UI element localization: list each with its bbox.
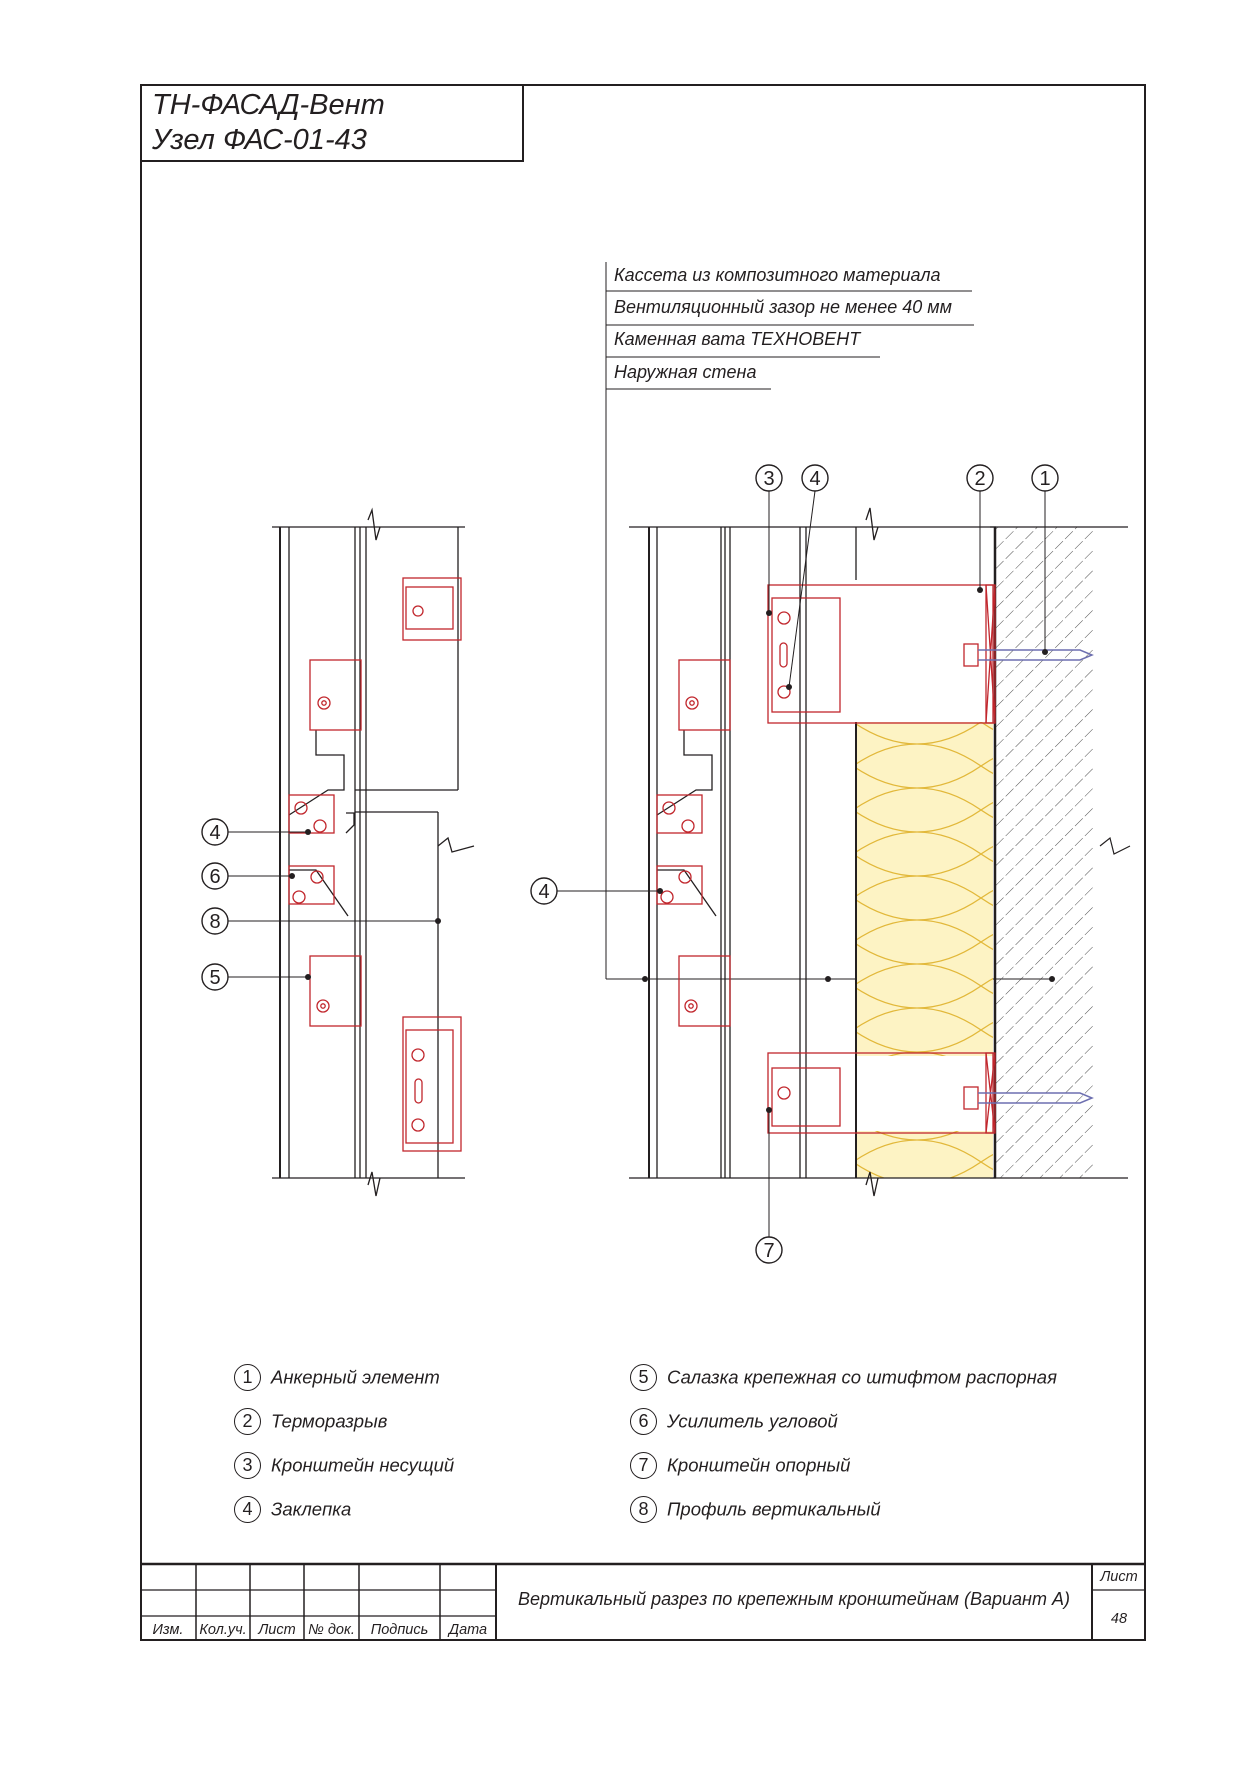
legend-number-4: 4 xyxy=(234,1496,261,1523)
legend-item-3: 3 Кронштейн несущий xyxy=(234,1452,454,1479)
legend-item-6: 6 Усилитель угловой xyxy=(630,1408,838,1435)
callout-left-8: 8 xyxy=(209,911,220,933)
stamp-header-list: Лист xyxy=(258,1622,296,1638)
title-block: ТН-ФАСАД-Вент Узел ФАС-01-43 xyxy=(140,84,524,162)
callout-right-2: 2 xyxy=(974,468,985,490)
legend-number-3: 3 xyxy=(234,1452,261,1479)
stamp-header-kolvo: Кол.уч. xyxy=(199,1622,247,1638)
callout-left-5: 5 xyxy=(209,967,220,989)
stamp-grid xyxy=(140,1562,1146,1641)
legend-number-8: 8 xyxy=(630,1496,657,1523)
right-section-view xyxy=(629,507,1131,1197)
stamp-header-date: Дата xyxy=(448,1622,488,1638)
title-line-1: ТН-ФАСАД-Вент xyxy=(152,89,385,121)
stamp-description: Вертикальный разрез по крепежным кронште… xyxy=(518,1589,1070,1609)
legend-text-5: Салазка крепежная со штифтом распорная xyxy=(667,1366,1057,1388)
legend-text-3: Кронштейн несущий xyxy=(271,1454,455,1476)
callout-leader-dots xyxy=(289,587,1048,1113)
legend-text-7: Кронштейн опорный xyxy=(667,1454,851,1476)
legend-text-2: Терморазрыв xyxy=(271,1410,388,1432)
legend-item-4: 4 Заклепка xyxy=(234,1496,351,1523)
callout-right-4: 4 xyxy=(809,468,820,490)
legend-number-7: 7 xyxy=(630,1452,657,1479)
left-section-view xyxy=(272,507,475,1197)
left-brackets xyxy=(288,577,462,1152)
stamp-header-izm: Изм. xyxy=(152,1622,184,1638)
layer-note-wall: Наружная стена xyxy=(614,362,757,382)
callout-right-4b: 4 xyxy=(538,881,549,903)
legend-text-1: Анкерный элемент xyxy=(271,1366,440,1388)
legend-text-6: Усилитель угловой xyxy=(667,1410,838,1432)
legend-item-5: 5 Салазка крепежная со штифтом распорная xyxy=(630,1364,1057,1391)
stamp-header-doc: № док. xyxy=(308,1622,355,1638)
legend-number-2: 2 xyxy=(234,1408,261,1435)
layer-note-cassette: Кассета из композитного материала xyxy=(614,265,941,285)
stamp-header-signature: Подпись xyxy=(370,1622,429,1638)
stamp-sheet-number: 48 xyxy=(1110,1611,1128,1627)
legend-item-2: 2 Терморазрыв xyxy=(234,1408,387,1435)
drawing-frame xyxy=(140,84,1146,1641)
callout-right-3: 3 xyxy=(763,468,774,490)
callout-left-6: 6 xyxy=(209,866,220,888)
legend-number-1: 1 xyxy=(234,1364,261,1391)
callout-right-1: 1 xyxy=(1039,468,1050,490)
callout-right-7: 7 xyxy=(763,1240,774,1262)
legend-number-5: 5 xyxy=(630,1364,657,1391)
layer-note-insulation: Каменная вата ТЕХНОВЕНТ xyxy=(614,329,861,349)
legend-item-7: 7 Кронштейн опорный xyxy=(630,1452,850,1479)
legend-item-8: 8 Профиль вертикальный xyxy=(630,1496,881,1523)
legend-text-8: Профиль вертикальный xyxy=(667,1498,881,1520)
callout-leaders xyxy=(228,490,1046,1237)
legend-text-4: Заклепка xyxy=(271,1498,352,1520)
title-line-2: Узел ФАС-01-43 xyxy=(152,124,367,156)
stamp-sheet-label: Лист xyxy=(1100,1569,1138,1585)
callout-circles xyxy=(201,464,1059,1264)
legend-number-6: 6 xyxy=(630,1408,657,1435)
legend-item-1: 1 Анкерный элемент xyxy=(234,1364,440,1391)
callout-left-4: 4 xyxy=(209,822,220,844)
layer-note-air-gap: Вентиляционный зазор не менее 40 мм xyxy=(614,297,952,317)
